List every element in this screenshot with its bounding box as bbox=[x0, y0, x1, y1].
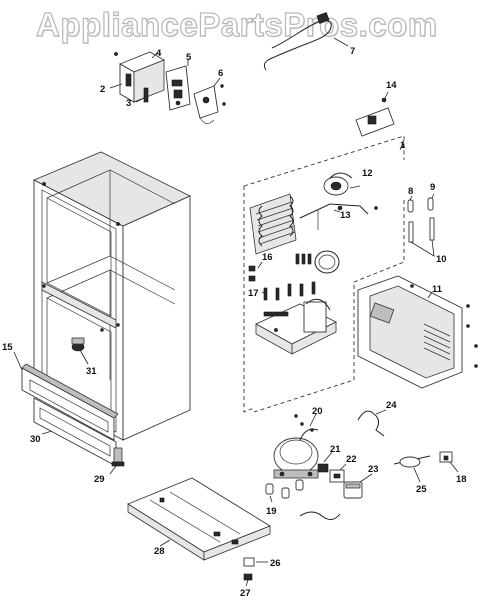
label-part-30: 30 bbox=[30, 434, 41, 445]
label-part-11: 11 bbox=[432, 284, 443, 295]
part-3-screw bbox=[135, 87, 149, 103]
part-10-leader bbox=[410, 239, 435, 257]
label-part-19: 19 bbox=[266, 506, 277, 517]
part-6-thermostat bbox=[193, 77, 226, 124]
part-19-grommets bbox=[265, 479, 304, 503]
part-27-screw bbox=[243, 573, 253, 587]
part-17-fittings bbox=[261, 281, 316, 301]
part-26-foot bbox=[243, 557, 268, 567]
part-23-capacitor bbox=[343, 473, 373, 499]
drain-pan bbox=[255, 298, 338, 355]
part-31-fitting bbox=[71, 337, 89, 365]
label-part-5: 5 bbox=[186, 52, 192, 63]
label-part-10: 10 bbox=[436, 254, 447, 265]
part-22-relay bbox=[329, 463, 347, 483]
part-20-compressor bbox=[273, 413, 319, 479]
label-part-14: 14 bbox=[386, 80, 397, 91]
label-part-18: 18 bbox=[456, 474, 467, 485]
part-5-control-board bbox=[165, 60, 191, 111]
label-part-25: 25 bbox=[416, 484, 427, 495]
label-part-16: 16 bbox=[262, 252, 273, 263]
label-part-3: 3 bbox=[126, 98, 131, 109]
part-8-tube bbox=[407, 195, 414, 243]
label-part-8: 8 bbox=[408, 186, 413, 197]
part-12-fan-motor bbox=[323, 172, 361, 196]
label-part-31: 31 bbox=[86, 366, 97, 377]
label-part-4: 4 bbox=[156, 48, 162, 59]
label-part-7: 7 bbox=[350, 46, 355, 57]
part-14-relay bbox=[355, 91, 395, 137]
part-2-bracket bbox=[109, 52, 123, 89]
part-29-leveling-leg bbox=[109, 447, 125, 475]
evaporator-coil bbox=[249, 193, 297, 255]
part-11-back-cover bbox=[357, 275, 478, 389]
wire-harness bbox=[299, 511, 341, 520]
label-part-12: 12 bbox=[362, 168, 373, 179]
label-part-23: 23 bbox=[368, 464, 379, 475]
part-16-clip bbox=[248, 253, 312, 282]
part-1-machine-compartment-outline bbox=[243, 135, 405, 413]
part-30-lower-grille bbox=[13, 351, 119, 441]
watermark-logo: AppliancePartsPros.com bbox=[35, 5, 438, 43]
part-number-labels: 1 2 3 4 5 6 7 8 9 10 11 12 13 14 15 16 1… bbox=[2, 46, 467, 599]
label-part-17: 17 bbox=[248, 288, 259, 299]
label-part-6: 6 bbox=[218, 68, 223, 79]
part-9-tube bbox=[427, 193, 435, 241]
label-part-29: 29 bbox=[94, 474, 105, 485]
part-4-control-housing bbox=[118, 51, 166, 103]
label-part-26: 26 bbox=[270, 558, 281, 569]
refrigerator-cabinet bbox=[33, 151, 191, 441]
part-13-fan-bracket bbox=[299, 203, 378, 230]
label-part-13: 13 bbox=[340, 210, 351, 221]
part-25-dryer bbox=[393, 455, 431, 483]
label-part-28: 28 bbox=[154, 546, 165, 557]
label-part-27: 27 bbox=[240, 588, 251, 599]
part-28-base-plate bbox=[127, 477, 272, 561]
label-part-20: 20 bbox=[312, 406, 323, 417]
label-part-1: 1 bbox=[400, 140, 406, 151]
label-part-22: 22 bbox=[346, 454, 357, 465]
part-24-clip bbox=[357, 409, 387, 437]
part-7-power-cord bbox=[263, 12, 349, 71]
label-part-21: 21 bbox=[330, 444, 341, 455]
part-18-fitting bbox=[439, 451, 459, 473]
label-part-9: 9 bbox=[430, 182, 435, 193]
label-part-15: 15 bbox=[2, 342, 13, 353]
gasket-ring bbox=[314, 250, 340, 274]
label-part-2: 2 bbox=[100, 84, 105, 95]
part-21-overload bbox=[317, 451, 333, 473]
label-part-24: 24 bbox=[386, 400, 397, 411]
